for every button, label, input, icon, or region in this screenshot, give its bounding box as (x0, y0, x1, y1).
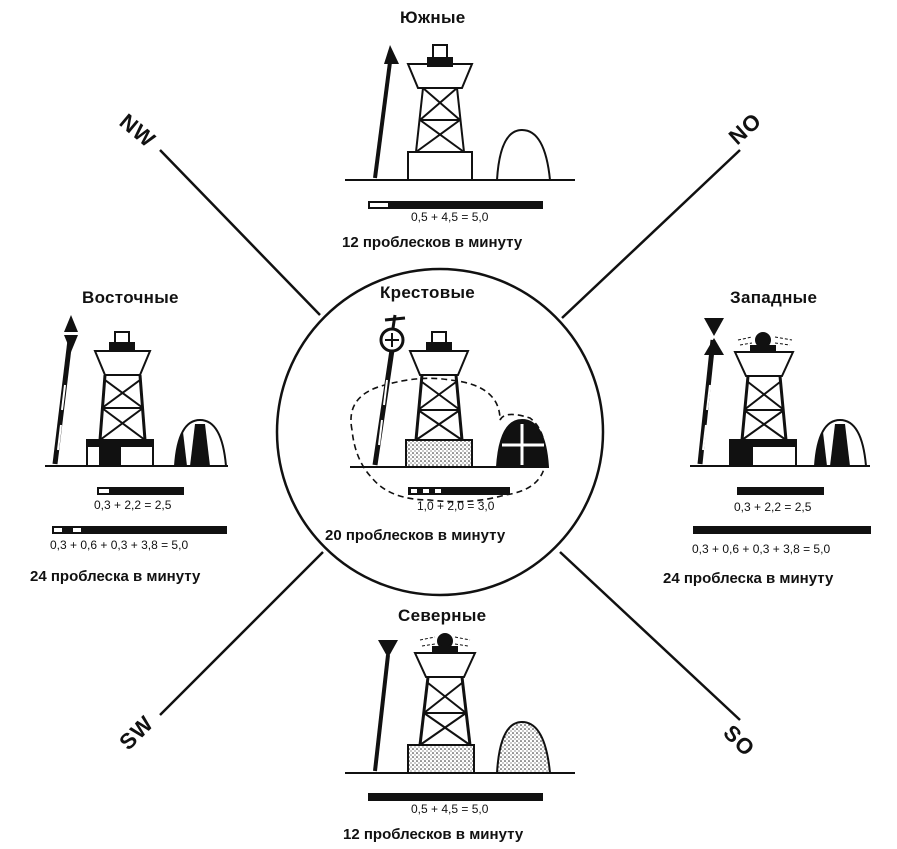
south-light-flash (370, 203, 388, 207)
north-beacon (407, 633, 477, 774)
east-group (45, 315, 228, 534)
north-group (345, 633, 575, 801)
south-flashes: 12 проблесков в минуту (342, 234, 523, 251)
compass-lines (159, 149, 741, 721)
west-group (690, 318, 871, 534)
south-topmark-pole (373, 45, 399, 179)
south-light-bar (368, 201, 543, 209)
cross-light-flash-a (411, 489, 417, 493)
east-formula-2: 0,3 + 0,6 + 0,3 + 3,8 = 5,0 (50, 538, 189, 552)
south-group (345, 44, 575, 209)
east-formula-1: 0,3 + 2,2 = 2,5 (94, 498, 172, 512)
west-flashes: 24 проблеска в минуту (663, 570, 834, 587)
line-no (561, 149, 741, 319)
north-flashes: 12 проблесков в минуту (343, 826, 524, 843)
east-flashes: 24 проблеска в минуту (30, 568, 201, 585)
east-light-flash-2a (54, 528, 62, 532)
north-title: Северные (398, 606, 487, 625)
line-so (559, 551, 741, 721)
west-buoy (813, 418, 868, 467)
east-buoy (173, 418, 228, 467)
cross-light-flash-c (435, 489, 441, 493)
cross-group (350, 314, 550, 503)
north-light-bar (368, 793, 543, 801)
north-buoy (495, 720, 552, 774)
east-topmark-pole (52, 315, 78, 465)
east-beacon (86, 331, 154, 467)
west-beacon (729, 332, 797, 467)
line-sw (159, 551, 324, 716)
south-title: Южные (400, 8, 466, 27)
cross-light-bar (408, 487, 510, 495)
cross-buoy (495, 418, 550, 468)
south-buoy (495, 128, 552, 181)
cross-formula: 1,0 + 2,0 = 3,0 (417, 499, 495, 513)
east-light-flash-1 (99, 489, 109, 493)
north-formula: 0,5 + 4,5 = 5,0 (411, 802, 489, 816)
west-topmark-pole (697, 318, 724, 465)
north-topmark-pole (373, 640, 398, 772)
line-nw (159, 149, 321, 316)
center-circle (275, 267, 605, 597)
west-formula-1: 0,3 + 2,2 = 2,5 (734, 500, 812, 514)
east-title: Восточные (82, 288, 179, 307)
cross-flashes: 20 проблесков в минуту (325, 527, 506, 544)
west-light-bar-1 (737, 487, 824, 495)
south-beacon (406, 44, 474, 181)
cross-beacon (405, 331, 473, 468)
east-light-bar-1 (97, 487, 184, 495)
cross-topmark-pole (372, 314, 406, 466)
east-light-flash-2b (73, 528, 81, 532)
cross-title: Крестовые (380, 283, 476, 302)
west-light-bar-2 (693, 526, 871, 534)
west-formula-2: 0,3 + 0,6 + 0,3 + 3,8 = 5,0 (692, 542, 831, 556)
west-title: Западные (730, 288, 818, 307)
south-formula: 0,5 + 4,5 = 5,0 (411, 210, 489, 224)
cross-light-flash-b (423, 489, 429, 493)
east-light-bar-2 (52, 526, 227, 534)
